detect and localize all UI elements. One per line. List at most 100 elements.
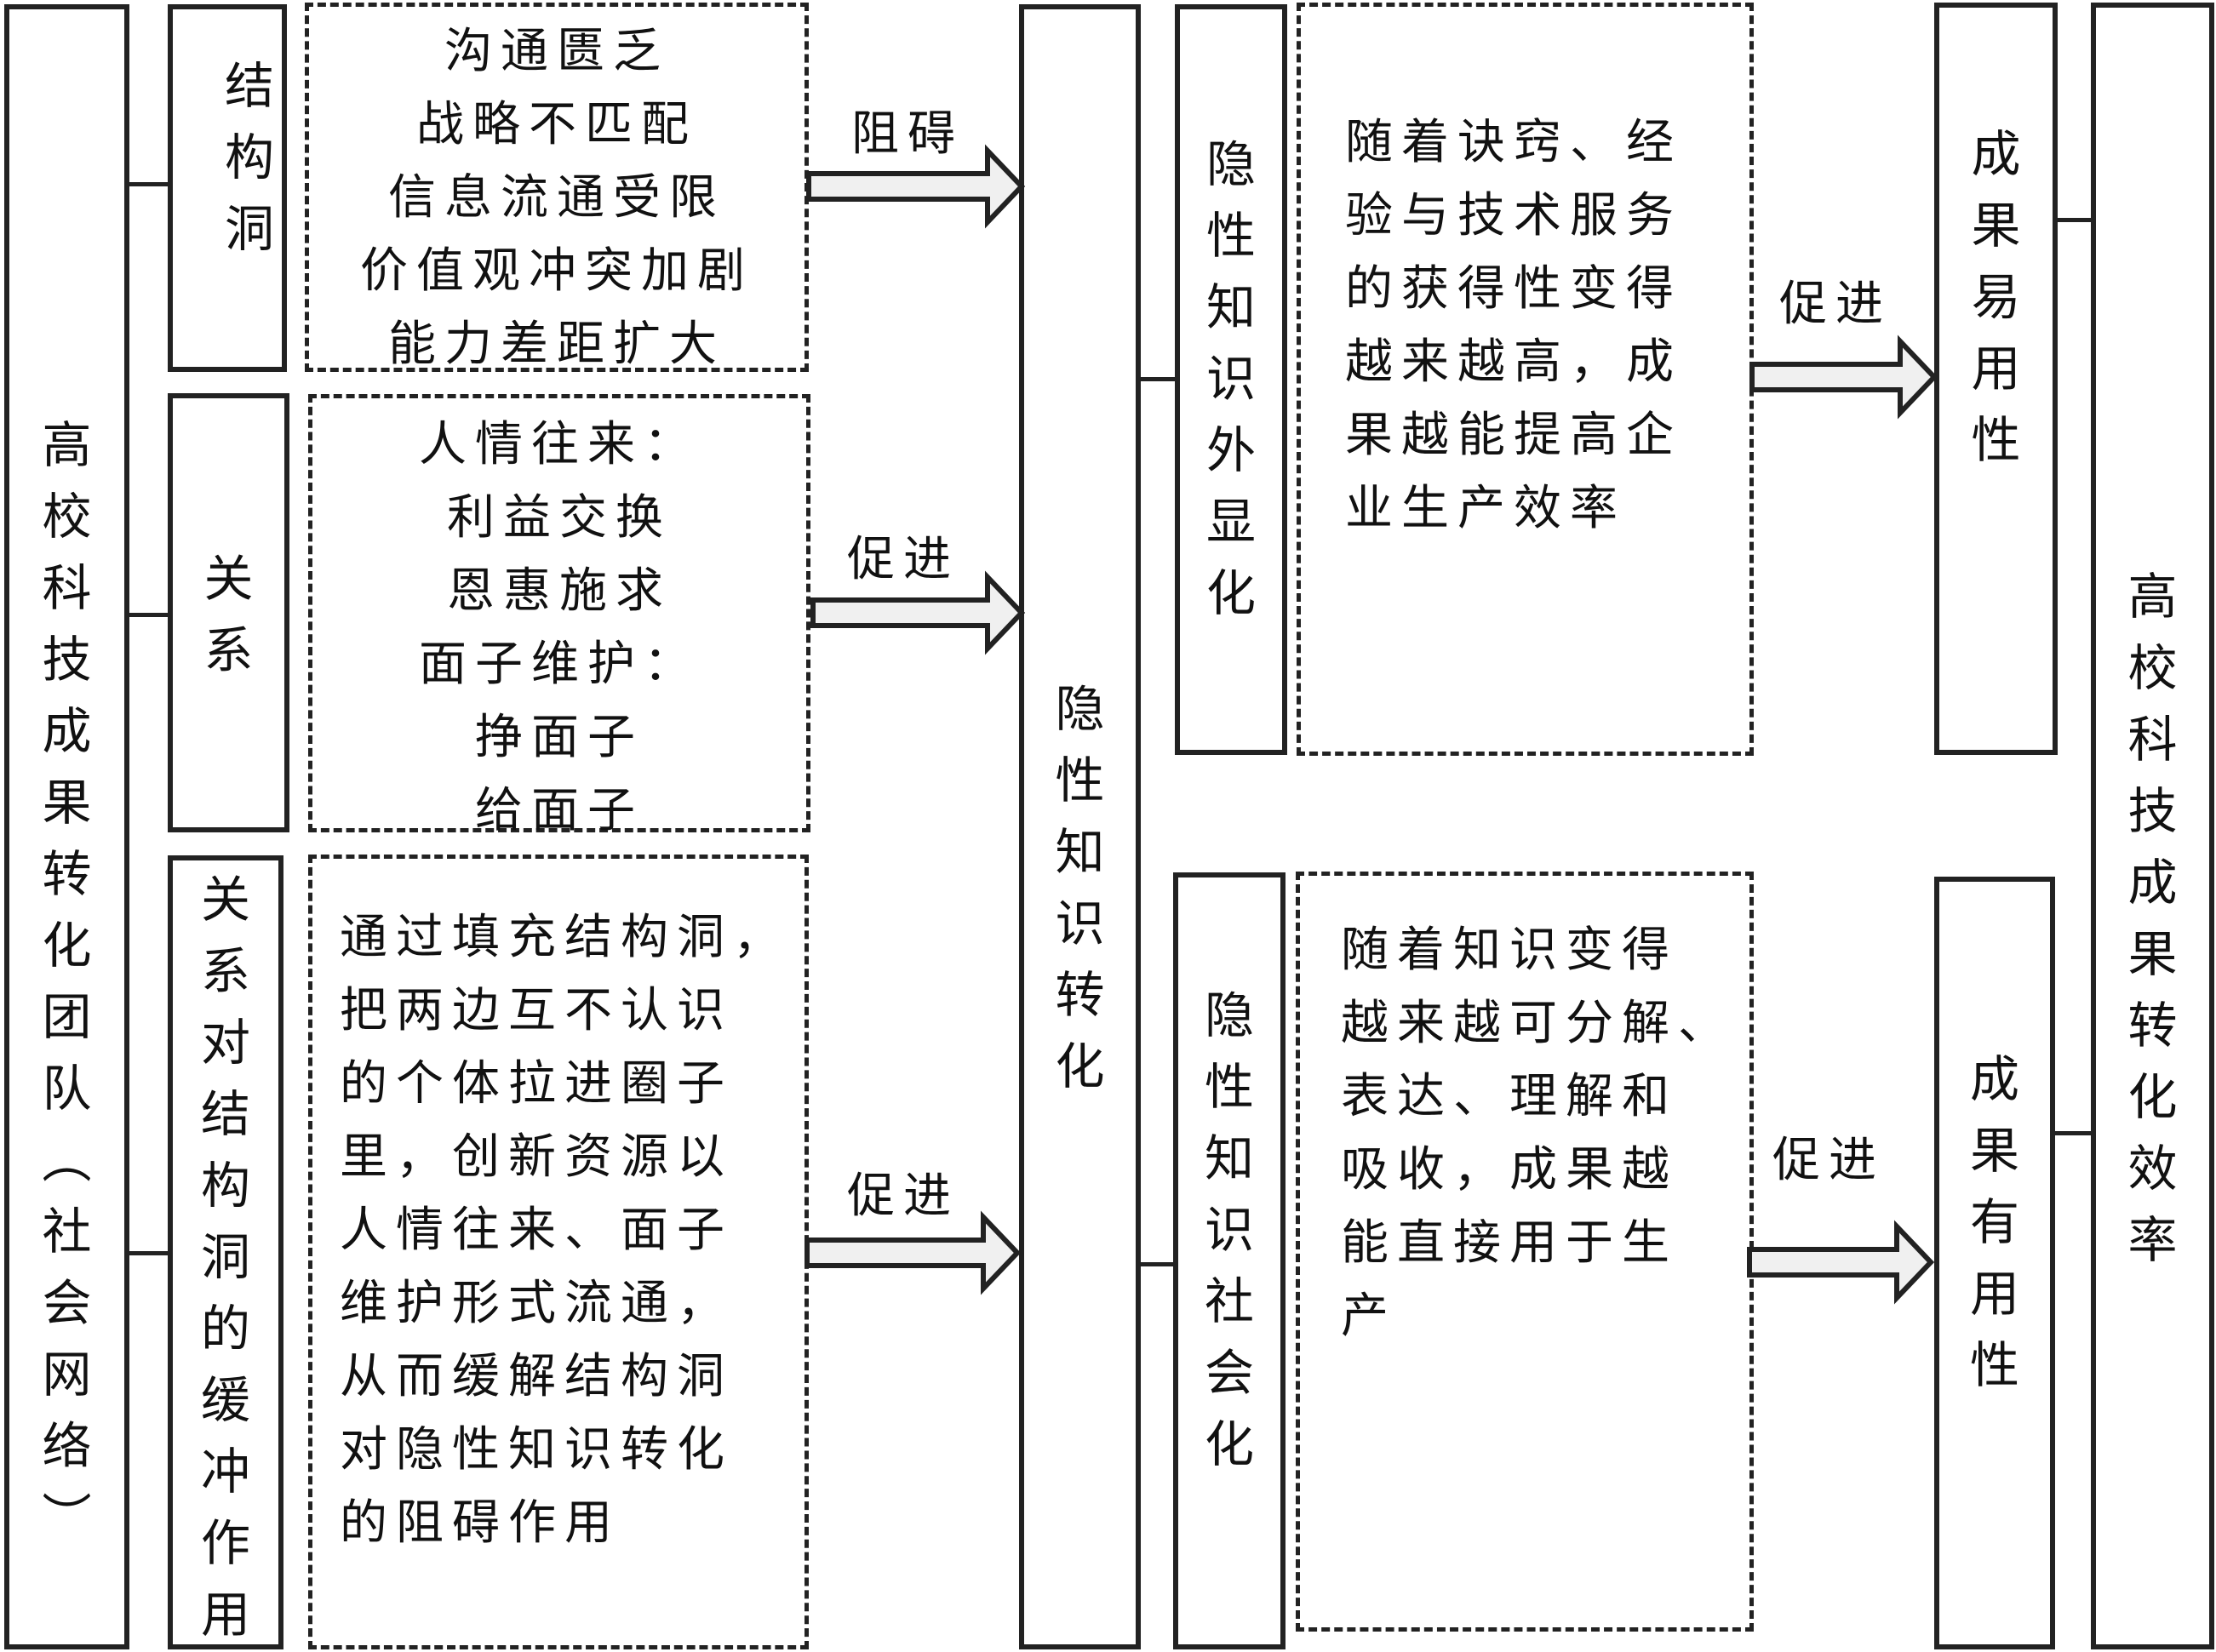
text-line: 面子维护： xyxy=(419,637,700,692)
vertical-char: 率 xyxy=(2127,1211,2178,1269)
tacit-knowledge-transformation-label: 隐性知识转化 xyxy=(1024,673,1136,1102)
vertical-char: 隐 xyxy=(1205,135,1256,193)
vertical-char: 成 xyxy=(42,702,92,760)
externalization-label: 隐性知识外显化 xyxy=(1180,129,1282,629)
usability-label: 成果易用性 xyxy=(1939,118,2053,476)
vertical-char: 冲 xyxy=(200,1443,250,1501)
vertical-char: 技 xyxy=(42,631,92,689)
text-line: 挣面子 xyxy=(475,710,644,765)
buffer-effect-details: 通过填充结构洞， 把两边互不认识的个体拉进圈子里，创新资源以人情往来、面子维护形式… xyxy=(340,901,789,1560)
vertical-char: 团 xyxy=(42,988,92,1046)
vertical-char: 化 xyxy=(1205,564,1256,622)
vertical-char: 高 xyxy=(42,416,92,474)
vertical-char: 易 xyxy=(1971,268,2021,326)
buffer-effect-box: 关系对结构洞的缓冲作用 xyxy=(168,855,283,1649)
vertical-char: 关 xyxy=(200,871,250,929)
arrow-externalization-to-usability xyxy=(1749,334,1938,420)
vertical-char: 性 xyxy=(1204,1058,1254,1116)
buffer-effect-label: 关系对结构洞的缓冲作用 xyxy=(173,864,278,1650)
buffer-effect-details-box: 通过填充结构洞， 把两边互不认识的个体拉进圈子里，创新资源以人情往来、面子维护形式… xyxy=(308,855,809,1649)
vertical-char: 转 xyxy=(42,845,92,903)
text-line: 信息流通受限 xyxy=(388,170,725,226)
arrow-label-promote-usefulness: 促进 xyxy=(1772,1133,1885,1188)
vertical-char: 果 xyxy=(1969,1122,2019,1180)
text-line: 恩惠施求 xyxy=(447,563,672,619)
vertical-char: 果 xyxy=(1971,197,2021,254)
vertical-char: 网 xyxy=(42,1346,92,1403)
text-line: 果越能提高企 xyxy=(1345,408,1682,463)
text-line: 的个体拉进圈子 xyxy=(340,1056,733,1112)
connector-team-relationship xyxy=(128,613,169,617)
connector-team-buffer xyxy=(128,1251,169,1255)
text-line: 对隐性知识转化 xyxy=(340,1422,733,1478)
text-line: 越来越可分解、 xyxy=(1341,996,1734,1051)
connector-center-socialization xyxy=(1139,1262,1175,1266)
relationship-details-box: 人情往来： 利益交换恩惠施求面子维护： 挣面子给面子 xyxy=(308,394,810,838)
text-line: 人情往来： xyxy=(419,417,700,472)
text-line: 维护形式流通， xyxy=(340,1276,733,1331)
vertical-char: 用 xyxy=(1969,1265,2019,1323)
text-line: 能直接用于生 xyxy=(1341,1215,1678,1271)
structural-holes-details-box: 沟通匮乏战略不匹配信息流通受限价值观冲突加剧能力差距扩大 xyxy=(305,3,809,372)
usefulness-label: 成果有用性 xyxy=(1939,1043,2050,1401)
structural-holes-details: 沟通匮乏战略不匹配信息流通受限价值观冲突加剧能力差距扩大 xyxy=(309,15,805,381)
vertical-char: 知 xyxy=(1205,278,1256,336)
text-line: 沟通匮乏 xyxy=(444,24,669,79)
vertical-char: 识 xyxy=(1205,350,1256,408)
text-line: 人情往来、面子 xyxy=(340,1203,733,1258)
usefulness-box: 成果有用性 xyxy=(1934,877,2055,1649)
transformation-efficiency-label: 高校科技成果转化效率 xyxy=(2096,561,2209,1276)
text-line: 利益交换 xyxy=(447,490,672,546)
arrow-structural-holes-to-transformation xyxy=(807,145,1028,230)
text-line: 通过填充结构洞， xyxy=(340,910,789,965)
vertical-char: 关 xyxy=(203,550,254,608)
relationship-box: 关系 xyxy=(168,393,289,832)
connector-usefulness-efficiency xyxy=(2053,1131,2092,1135)
usability-box: 成果易用性 xyxy=(1934,3,2058,755)
text-line: 吸收，成果越 xyxy=(1341,1142,1678,1198)
text-line: 产 xyxy=(1341,1289,1397,1344)
vertical-char: 技 xyxy=(2127,782,2178,840)
vertical-char: 社 xyxy=(1204,1272,1254,1330)
vertical-char: 结 xyxy=(200,1085,250,1143)
vertical-char: 识 xyxy=(1204,1201,1254,1259)
vertical-char: 转 xyxy=(2127,997,2178,1055)
text-line: 战略不匹配 xyxy=(416,97,697,152)
vertical-char: 化 xyxy=(1204,1415,1254,1473)
vertical-char: ︵ xyxy=(42,1131,92,1189)
arrow-label-promote-usability: 促进 xyxy=(1779,277,1892,332)
vertical-char: 知 xyxy=(1204,1129,1254,1187)
vertical-char: 隐 xyxy=(1055,680,1105,738)
vertical-char: 有 xyxy=(1969,1193,2019,1251)
text-line: 的阻碍作用 xyxy=(340,1495,621,1551)
vertical-char: 洞 xyxy=(200,1228,250,1286)
vertical-char: 社 xyxy=(42,1203,92,1260)
text-line: 从而缓解结构洞 xyxy=(340,1349,733,1404)
vertical-char: 显 xyxy=(1205,493,1256,551)
socialization-box: 隐性知识社会化 xyxy=(1173,872,1286,1649)
text-line: 给面子 xyxy=(475,783,644,838)
vertical-char: 果 xyxy=(42,774,92,832)
text-line: 业生产效率 xyxy=(1345,481,1626,536)
arrow-socialization-to-usefulness xyxy=(1747,1220,1935,1305)
vertical-char: 隐 xyxy=(1204,986,1254,1044)
text-line: 里，创新资源以 xyxy=(340,1129,733,1185)
vertical-char: 构 xyxy=(200,1157,250,1215)
vertical-char: 会 xyxy=(1204,1344,1254,1402)
vertical-char: 效 xyxy=(2127,1140,2178,1198)
text-line: 价值观冲突加剧 xyxy=(360,243,753,299)
vertical-char: 转 xyxy=(1055,966,1105,1024)
socialization-details-box: 随着知识变得越来越可分解、表达、理解和吸收，成果越能直接用于生产 xyxy=(1296,872,1754,1632)
team-social-network-box: 高校科技成果转化团队︵社会网络︶ xyxy=(4,4,129,1649)
vertical-char: 结 xyxy=(224,57,274,115)
text-line: 能力差距扩大 xyxy=(388,317,725,372)
vertical-char: 系 xyxy=(203,621,254,679)
text-line: 把两边互不认识 xyxy=(340,983,733,1038)
vertical-char: 对 xyxy=(200,1014,250,1072)
socialization-details: 随着知识变得越来越可分解、表达、理解和吸收，成果越能直接用于生产 xyxy=(1341,914,1734,1353)
vertical-char: ︶ xyxy=(42,1489,92,1546)
socialization-label: 隐性知识社会化 xyxy=(1178,980,1280,1480)
vertical-char: 成 xyxy=(1971,125,2021,183)
vertical-char: 性 xyxy=(1971,411,2021,469)
vertical-char: 识 xyxy=(1055,895,1105,952)
